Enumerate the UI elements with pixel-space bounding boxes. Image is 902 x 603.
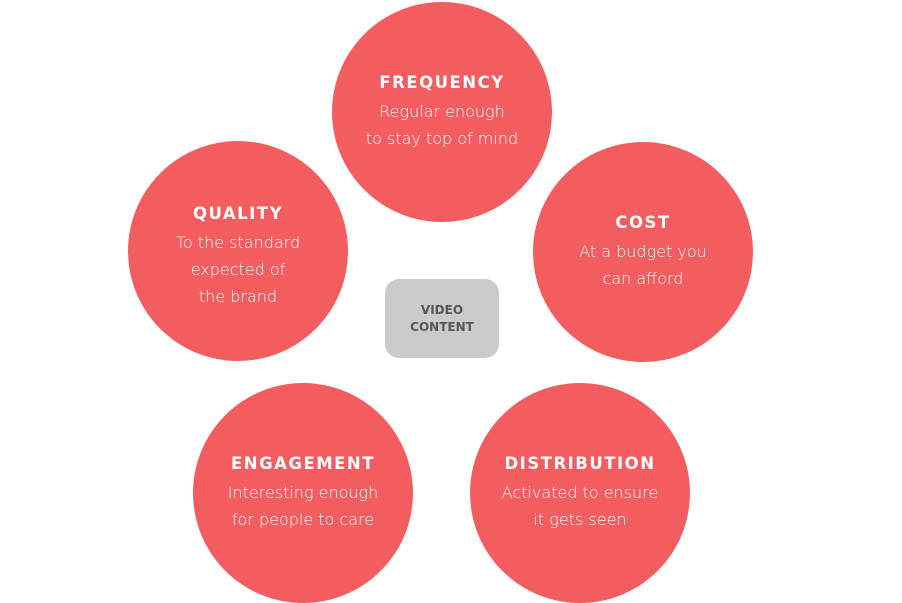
distribution-node: DISTRIBUTION Activated to ensure it gets… xyxy=(470,383,690,603)
quality-node: QUALITY To the standard expected of the … xyxy=(128,141,348,361)
node-desc-line: Interesting enough xyxy=(227,482,379,502)
node-desc-line: Activated to ensure xyxy=(501,482,659,502)
node-title: QUALITY xyxy=(192,204,284,223)
node-desc-line: for people to care xyxy=(231,509,375,529)
node-desc-line: To the standard xyxy=(175,233,301,252)
center-label-line: CONTENT xyxy=(410,319,474,334)
frequency-node: FREQUENCY Regular enough to stay top of … xyxy=(332,2,552,222)
node-desc-line: to stay top of mind xyxy=(365,128,519,148)
node-title: DISTRIBUTION xyxy=(504,453,656,473)
node-desc-line: can afford xyxy=(602,268,684,288)
node-desc-line: it gets seen xyxy=(533,509,627,529)
node-desc-line: the brand xyxy=(198,287,278,306)
node-desc-line: At a budget you xyxy=(579,241,707,261)
center-label-line: VIDEO xyxy=(420,302,464,317)
engagement-node: ENGAGEMENT Interesting enough for people… xyxy=(193,383,413,603)
node-title: COST xyxy=(615,212,671,232)
node-desc-line: Regular enough xyxy=(379,101,505,121)
node-desc-line: expected of xyxy=(190,260,286,279)
video-content-box: VIDEO CONTENT xyxy=(385,279,499,358)
node-title: ENGAGEMENT xyxy=(231,453,375,473)
cost-node: COST At a budget you can afford xyxy=(533,142,753,362)
node-title: FREQUENCY xyxy=(379,72,505,92)
